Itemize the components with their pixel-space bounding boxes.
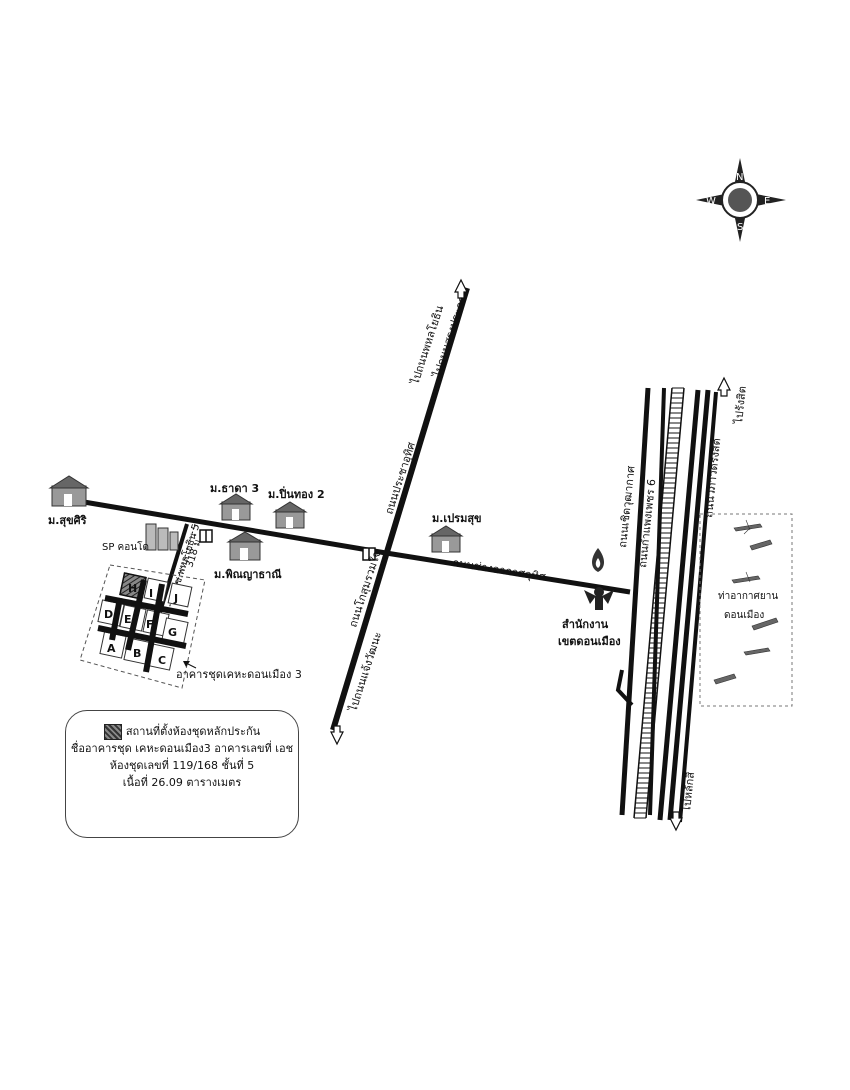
- road-label-cherdwutthakat: ถนนเชิดวุฒากาศ: [616, 465, 638, 548]
- place-premsuk: ม.เปรมสุข: [432, 512, 482, 526]
- garuda-emblem-icon: [584, 587, 614, 610]
- place-pinthong2: ม.ปิ่นทอง 2: [268, 486, 325, 501]
- legend-box: สถานที่ตั้งห้องชุดหลักประกัน ชื่ออาคารชุ…: [65, 710, 299, 838]
- house-icon: [48, 475, 464, 561]
- road-label-changakat-uthit: ถนนช่างอากาศอุทิศ: [452, 556, 547, 584]
- railway: [633, 387, 685, 819]
- compass-rose: N S W E: [696, 158, 786, 242]
- hatched-swatch-icon: [103, 723, 122, 740]
- block-label-i: I: [149, 587, 153, 600]
- road-changakat-uthit: [71, 497, 631, 595]
- block-label-c: C: [158, 654, 166, 667]
- compass-e: E: [764, 196, 770, 207]
- airport-area: [699, 513, 793, 707]
- legend-line-3: ห้องชุดเลขที่ 119/168 ชั้นที่ 5: [109, 759, 255, 772]
- place-suksiri: ม.สุขศิริ: [48, 514, 87, 528]
- place-sp-condo: SP คอนโด: [102, 540, 149, 553]
- condo-building-icon: [145, 523, 179, 551]
- compass-w: W: [706, 196, 716, 207]
- road-vibhavadi-c: [678, 391, 718, 823]
- block-label-b: B: [133, 647, 141, 660]
- block-label-e: E: [124, 613, 132, 626]
- block-label-a: A: [107, 642, 116, 655]
- road-vibhavadi-b: [667, 389, 711, 821]
- road-vibhavadi-a: [657, 389, 701, 821]
- block-label-j: J: [173, 592, 178, 605]
- fuel-station-icon: [592, 548, 604, 572]
- legend-line-1: สถานที่ตั้งห้องชุดหลักประกัน: [125, 725, 261, 738]
- road-label-to-laksi: ไปหลักสี่: [678, 771, 697, 814]
- arrow-icon: [330, 278, 731, 832]
- place-thada3: ม.ธาดา 3: [210, 482, 259, 495]
- place-office-2: เขตดอนเมือง: [558, 635, 621, 648]
- road-prachauthit: [330, 287, 470, 731]
- place-office-1: สำนักงาน: [562, 618, 609, 631]
- compass-n: N: [736, 172, 743, 183]
- block-label-h: H: [128, 582, 137, 595]
- block-label-f: F: [146, 618, 154, 631]
- legend-row: สถานที่ตั้งห้องชุดหลักประกัน: [66, 723, 298, 740]
- store-icon: [199, 529, 376, 561]
- airport-label-1: ท่าอากาศยาน: [718, 591, 778, 602]
- road-label-to-rangsit: ไปรังสิต: [732, 386, 749, 426]
- compass-s: S: [737, 222, 743, 233]
- airplane-icon: [713, 519, 779, 685]
- road-cherdwutthakat: [619, 387, 651, 816]
- legend-line-4: เนื้อที่ 26.09 ตารางเมตร: [122, 776, 242, 789]
- road-label-vibhavadi: ถนนวิภาวดีรังสิต: [702, 438, 723, 519]
- block-label-g: G: [168, 626, 177, 639]
- project-label: อาคารชุดเคหะดอนเมือง 3: [176, 668, 302, 681]
- legend-line-2: ชื่ออาคารชุด เคหะดอนเมือง3 อาคารเลขที่ เ…: [70, 742, 294, 755]
- place-phinyathani: ม.พิณญาธาณี: [214, 568, 282, 581]
- block-label-d: D: [104, 608, 113, 621]
- airport-label-2: ดอนเมือง: [724, 609, 764, 621]
